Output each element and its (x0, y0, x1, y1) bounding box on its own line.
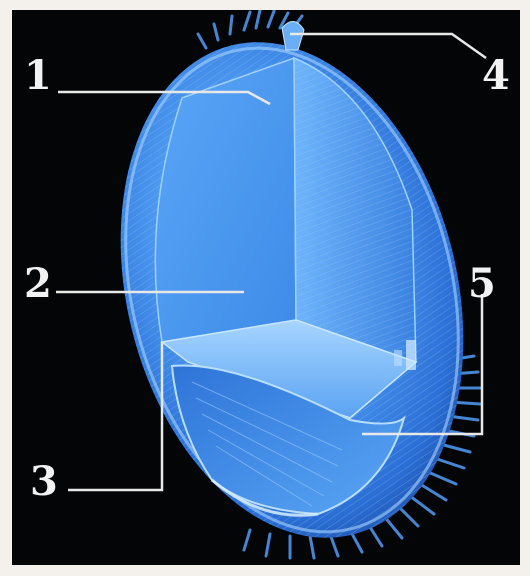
cell-illustration (12, 10, 520, 565)
right-face-striae (294, 58, 416, 362)
leader-line-4 (290, 34, 486, 58)
callout-label-5: 5 (468, 264, 496, 304)
callout-label-1: 1 (24, 56, 52, 96)
figure-panel: 1 2 3 4 5 (12, 10, 520, 565)
callout-label-4: 4 (482, 56, 510, 96)
callout-label-3: 3 (30, 462, 58, 502)
apical-tuft (282, 21, 304, 50)
callout-label-2: 2 (24, 264, 52, 304)
